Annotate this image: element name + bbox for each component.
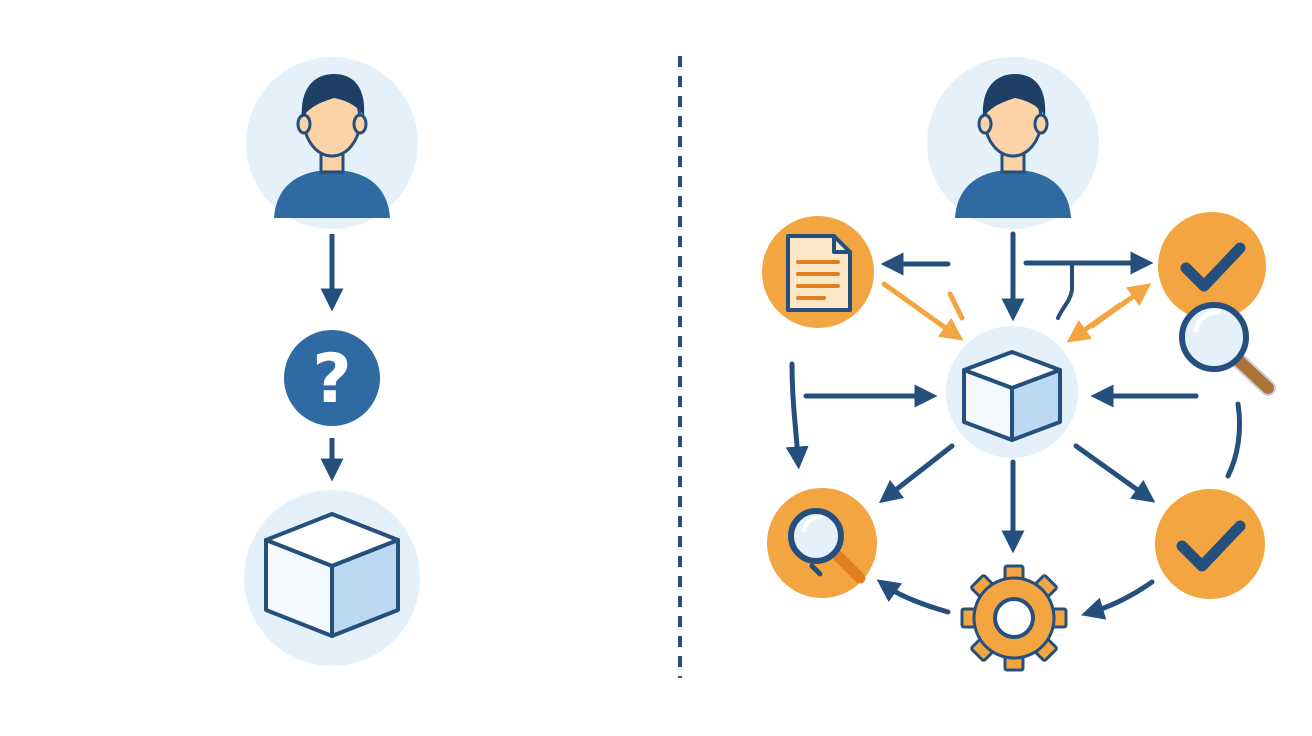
center-cube-node bbox=[946, 326, 1078, 458]
arrow-check-to-cube bbox=[1066, 302, 1123, 343]
check-node-top bbox=[1158, 212, 1266, 320]
cube-icon bbox=[264, 512, 400, 638]
arrow-cube-to-check-bottom bbox=[1073, 443, 1156, 503]
left-cube-node bbox=[244, 490, 420, 666]
left-user-node bbox=[246, 57, 418, 229]
person-icon bbox=[274, 74, 390, 218]
arrow-gear-to-search bbox=[876, 579, 951, 615]
magnifier-icon bbox=[1179, 302, 1276, 396]
question-mark-icon: ? bbox=[312, 340, 351, 419]
person-icon bbox=[955, 74, 1071, 218]
gear-node bbox=[960, 564, 1068, 672]
checkmark-icon bbox=[1176, 520, 1246, 572]
dash-document-to-cube bbox=[947, 291, 965, 321]
arrow-cube-to-search bbox=[878, 443, 955, 504]
gear-icon bbox=[960, 564, 1068, 672]
arrow-right-loop bbox=[1225, 401, 1243, 479]
check-node-bottom bbox=[1155, 489, 1265, 599]
question-node: ? bbox=[284, 330, 380, 426]
right-user-node bbox=[927, 57, 1099, 229]
search-node bbox=[767, 488, 877, 598]
arrow-check-to-gear bbox=[1080, 579, 1155, 620]
cube-icon bbox=[962, 350, 1062, 442]
right-connectors bbox=[785, 231, 1243, 620]
left-panel: ? bbox=[244, 57, 420, 666]
right-panel bbox=[762, 57, 1276, 672]
arrow-document-to-cube bbox=[881, 281, 964, 341]
document-node bbox=[762, 216, 874, 328]
magnifier-icon bbox=[788, 508, 866, 584]
branch-connector bbox=[1056, 262, 1074, 320]
checkmark-icon bbox=[1180, 242, 1246, 292]
document-icon bbox=[786, 234, 852, 312]
arrow-left-loop bbox=[785, 361, 809, 470]
